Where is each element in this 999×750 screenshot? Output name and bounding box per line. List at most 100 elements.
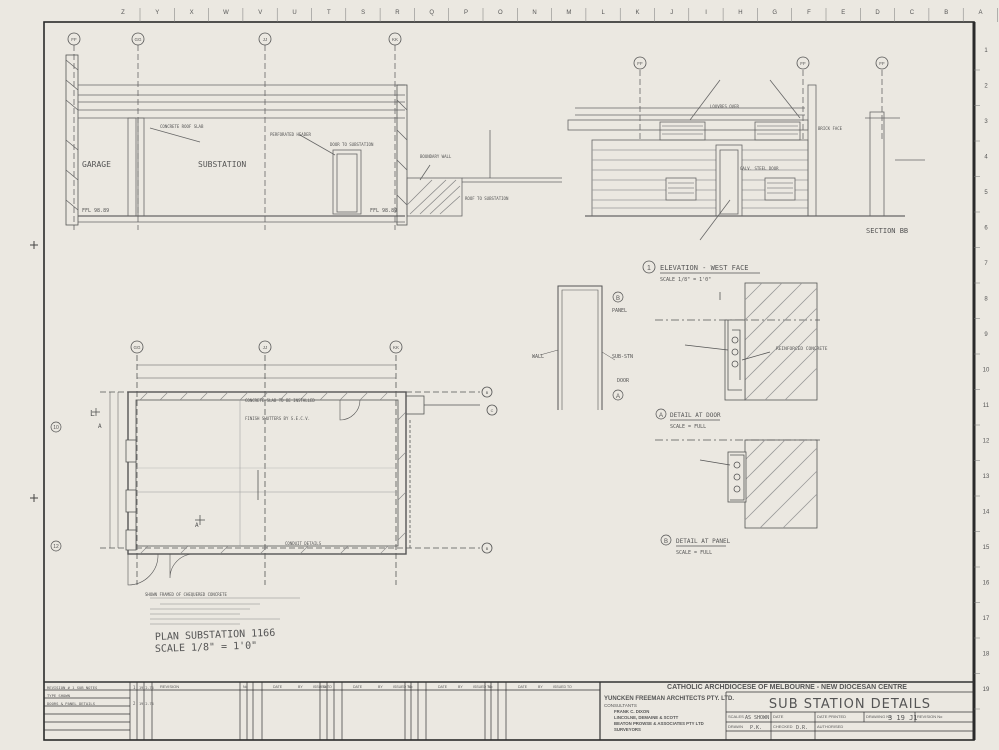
top-letter: K [635, 10, 639, 16]
top-letter: C [910, 10, 915, 16]
titleblock-client: CATHOLIC ARCHDIOCESE OF MELBOURNE - NEW … [667, 684, 907, 691]
plan-scale: SCALE 1/8" = 1'0" [155, 640, 258, 655]
elevation-callout-number: 1 [647, 265, 651, 272]
revision-header: No [488, 685, 493, 689]
top-letter: I [705, 10, 707, 16]
section-grid-ff-label: FF [71, 37, 77, 42]
elevation-grid-right: FF [796, 56, 810, 70]
top-letter: P [464, 10, 468, 16]
top-letter: M [566, 10, 571, 16]
side-number: 13 [983, 474, 990, 480]
consultant-line: BEATON PROWSE & ASSOCIATES PTY LTD [614, 721, 704, 726]
revision-header: DATE [353, 685, 363, 689]
section-grid-kk-label: KK [392, 37, 398, 42]
field-checked-value: D.R. [796, 725, 808, 731]
section-grid-bubbles: FF GG JJ KK [67, 32, 402, 46]
section-grid-gg-label: GG [134, 37, 142, 42]
section-grid-jj-label: JJ [263, 37, 268, 42]
detail-a-scale: SCALE = FULL [670, 424, 706, 430]
section-bb-grid-bubble: FF [875, 56, 889, 70]
plan-note: SHOWN FRAMED OF CHEQUERED CONCRETE [145, 592, 227, 597]
top-letter: B [944, 10, 948, 16]
revision-header: ISSUED TO [553, 685, 572, 689]
section-grid-ff-circle [67, 32, 81, 46]
detail-b-scale: SCALE = FULL [676, 550, 712, 556]
elevation-grid-left-label: FF [637, 61, 643, 66]
top-letter: D [875, 10, 880, 16]
top-letter: A [978, 10, 982, 16]
section-label-garage: GARAGE [82, 160, 111, 169]
top-letter: X [190, 10, 194, 16]
section-grid-gg-circle [131, 32, 145, 46]
detail-a-note: REINFORCED CONCRETE [776, 346, 828, 352]
side-number: 16 [983, 581, 990, 587]
plan-row-marker-label: C [491, 409, 494, 413]
top-letter: J [670, 10, 673, 16]
section-note: CONCRETE ROOF SLAB [160, 124, 204, 129]
revision-row-text: TYPE SHOWN [47, 693, 71, 698]
titleblock-title: SUB STATION DETAILS [769, 697, 931, 712]
plan-grid-gg: GG [130, 340, 144, 354]
svg-text:B: B [664, 539, 668, 545]
revision-header: No [243, 685, 248, 689]
revision-row-date: 19.2.74 [139, 702, 154, 706]
titleblock-consultants-label: CONSULTANTS [604, 703, 637, 708]
top-letter: U [292, 10, 296, 16]
side-number: 5 [984, 190, 988, 196]
plan-row-marker-circle [481, 386, 493, 398]
revision-header: DATE [438, 685, 448, 689]
section-grid-gg: GG [131, 32, 145, 46]
elevation-scale: SCALE 1/8" = 1'0" [660, 277, 711, 283]
detail-b-drawing [655, 439, 820, 529]
svg-text:A: A [616, 394, 620, 400]
side-number: 2 [984, 84, 988, 90]
detail-a-drawing [655, 282, 820, 401]
section-bb-grid: FF [875, 56, 889, 70]
elevation-note: GALV. STEEL DOOR [740, 166, 779, 171]
side-number: 18 [983, 652, 990, 658]
plan-section-mark: A [195, 522, 199, 529]
field-drawing-no-value: 3 19 J1 [888, 714, 918, 722]
elevation-drawing [567, 70, 850, 241]
section-note: ROOF TO SUBSTATION [465, 196, 509, 201]
elevation-grid-right-circle [796, 56, 810, 70]
elevation-note: LOUVRES OVER [710, 104, 739, 109]
field-scales-label: SCALES [728, 714, 744, 719]
top-letter: Y [155, 10, 159, 16]
section-grid-kk: KK [388, 32, 402, 46]
plan-grid-gg-circle [130, 340, 144, 354]
plan-grid-gg-label: GG [133, 345, 141, 350]
side-number: 14 [983, 510, 990, 516]
top-letter: Q [429, 10, 434, 16]
side-number: 8 [984, 297, 988, 303]
plan-spec-lines [150, 597, 300, 625]
revision-header: No [323, 685, 328, 689]
field-checked-label: CHECKED [773, 724, 793, 729]
revision-header: BY [298, 685, 303, 689]
elevation-grid-left-circle [633, 56, 647, 70]
door-detail-wall: WALL [532, 354, 544, 360]
plan-grid-jj-label: JJ [263, 345, 268, 350]
plan-row-markers: B C B [481, 386, 498, 554]
side-number: 17 [983, 616, 990, 622]
plan-row-marker-label: B [486, 391, 489, 395]
revision-row-text: REVISION # 1 SUB NOTES [47, 685, 98, 690]
svg-text:12: 12 [53, 544, 59, 550]
field-authorised-label: AUTHORISED [817, 724, 843, 729]
plan-row-marker-label: B [486, 547, 489, 551]
plan-side-marker-l: L [90, 409, 95, 418]
svg-text:B: B [616, 296, 620, 302]
elevation-callout: 1 [642, 260, 656, 274]
section-bb-drawing [850, 70, 925, 217]
elevation-grid-right-label: FF [800, 61, 806, 66]
top-letter: E [841, 10, 845, 16]
side-number: 15 [983, 545, 990, 551]
svg-text:10: 10 [53, 425, 59, 431]
elevation-grid-bubbles: FF FF [633, 56, 810, 70]
